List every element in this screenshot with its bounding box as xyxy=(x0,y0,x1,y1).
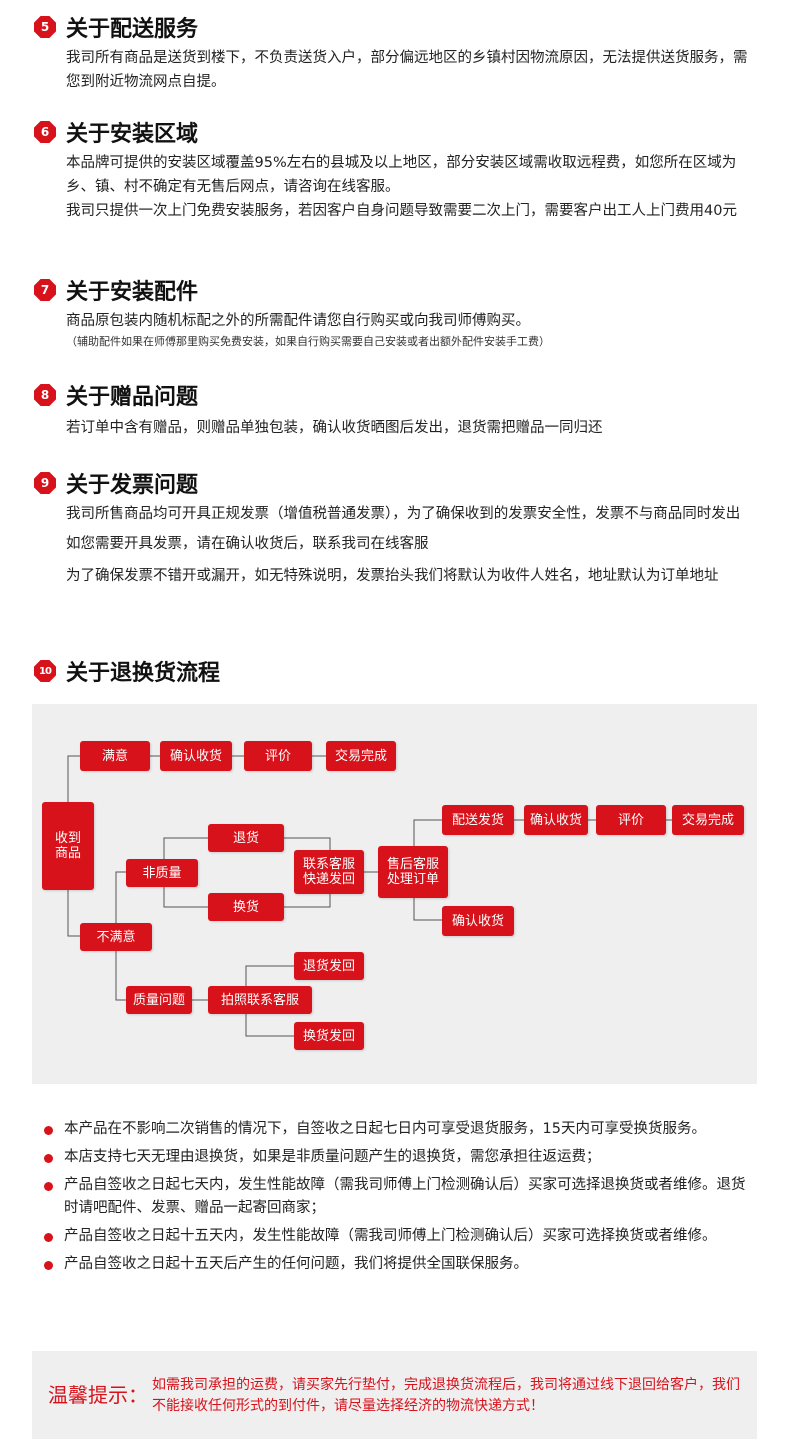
warm-tip-box: 温馨提示： 如需我司承担的运费，请买家先行垫付，完成退换货流程后，我司将通过线下… xyxy=(32,1351,757,1439)
section-paragraph: 商品原包装内随机标配之外的所需配件请您自行购买或向我司师傅购买。 xyxy=(66,313,530,329)
section-return-flow: 10 关于退换货流程 xyxy=(34,656,220,686)
section-number-badge: 5 xyxy=(34,16,56,38)
flow-node-exchange: 换货 xyxy=(208,893,284,921)
section-delivery: 5 关于配送服务 我司所有商品是送货到楼下，不负责送货入户，部分偏远地区的乡镇村… xyxy=(34,12,756,94)
list-item: 产品自签收之日起七天内，发生性能故障（需我司师傅上门检测确认后）买家可选择退换货… xyxy=(44,1174,756,1220)
flow-node-ship: 配送发货 xyxy=(442,805,514,835)
flow-node-receive-goods: 收到 商品 xyxy=(42,802,94,890)
section-number-badge: 8 xyxy=(34,384,56,406)
flow-node-satisfied: 满意 xyxy=(80,741,150,771)
note-text: 本店支持七天无理由退换货，如果是非质量问题产生的退换货，需您承担往返运费； xyxy=(64,1149,601,1165)
flow-node-review: 评价 xyxy=(244,741,312,771)
section-paragraph: 我司只提供一次上门免费安装服务，若因客户自身问题导致需要二次上门，需要客户出工人… xyxy=(66,203,737,219)
section-title: 关于退换货流程 xyxy=(66,661,221,686)
section-invoice: 9 关于发票问题 我司所售商品均可开具正规发票（增值税普通发票），为了确保收到的… xyxy=(34,468,756,588)
flow-node-non-quality: 非质量 xyxy=(126,859,198,887)
flow-node-review: 评价 xyxy=(596,805,666,835)
flow-node-trade-complete: 交易完成 xyxy=(672,805,744,835)
section-title: 关于安装配件 xyxy=(66,280,199,305)
section-number-badge: 7 xyxy=(34,279,56,301)
section-number-badge: 9 xyxy=(34,472,56,494)
bullet-dot-icon xyxy=(44,1261,53,1270)
flow-node-confirm-receipt: 确认收货 xyxy=(442,906,514,936)
note-text: 本产品在不影响二次销售的情况下，自签收之日起七日内可享受退货服务，15天内可享受… xyxy=(64,1121,706,1137)
flow-node-return-ship: 退货发回 xyxy=(294,952,364,980)
policy-notes: 本产品在不影响二次销售的情况下，自签收之日起七日内可享受退货服务，15天内可享受… xyxy=(44,1118,756,1281)
section-number-badge: 6 xyxy=(34,121,56,143)
bullet-dot-icon xyxy=(44,1182,53,1191)
list-item: 产品自签收之日起十五天内，发生性能故障（需我司师傅上门检测确认后）买家可选择换货… xyxy=(44,1225,756,1248)
section-paragraph: 为了确保发票不错开或漏开，如无特殊说明，发票抬头我们将默认为收件人姓名，地址默认… xyxy=(66,568,719,584)
bullet-dot-icon xyxy=(44,1126,53,1135)
section-title: 关于发票问题 xyxy=(66,473,199,498)
list-item: 产品自签收之日起十五天后产生的任何问题，我们将提供全国联保服务。 xyxy=(44,1253,756,1276)
section-gifts: 8 关于赠品问题 若订单中含有赠品，则赠品单独包装，确认收货晒图后发出，退货需把… xyxy=(34,380,756,440)
section-paragraph: 本品牌可提供的安装区域覆盖95%左右的县城及以上地区，部分安装区域需收取远程费，… xyxy=(66,155,737,195)
section-paragraph: 我司所有商品是送货到楼下，不负责送货入户，部分偏远地区的乡镇村因物流原因，无法提… xyxy=(66,50,748,90)
tip-text: 如需我司承担的运费，请买家先行垫付，完成退换货流程后，我司将通过线下退回给客户，… xyxy=(152,1377,740,1414)
section-install-area: 6 关于安装区域 本品牌可提供的安装区域覆盖95%左右的县城及以上地区，部分安装… xyxy=(34,117,756,223)
tip-label: 温馨提示： xyxy=(48,1383,148,1407)
flow-node-quality-issue: 质量问题 xyxy=(126,986,192,1014)
bullet-dot-icon xyxy=(44,1154,53,1163)
flow-node-aftersale-cs: 售后客服 处理订单 xyxy=(378,846,448,898)
section-paragraph: 我司所售商品均可开具正规发票（增值税普通发票），为了确保收到的发票安全性，发票不… xyxy=(66,506,741,522)
flow-node-return: 退货 xyxy=(208,824,284,852)
list-item: 本产品在不影响二次销售的情况下，自签收之日起七日内可享受退货服务，15天内可享受… xyxy=(44,1118,756,1141)
flow-node-photo-contact-cs: 拍照联系客服 xyxy=(208,986,312,1014)
flow-node-confirm-receipt: 确认收货 xyxy=(524,805,588,835)
section-title: 关于赠品问题 xyxy=(66,385,199,410)
section-footnote: （辅助配件如果在师傅那里购买免费安装，如果自行购买需要自己安装或者出额外配件安装… xyxy=(66,335,550,348)
section-paragraph: 如您需要开具发票，请在确认收货后，联系我司在线客服 xyxy=(66,536,429,552)
flow-node-trade-complete: 交易完成 xyxy=(326,741,396,771)
flow-connectors xyxy=(67,755,672,1037)
return-flow-chart: 收到 商品 满意 确认收货 评价 交易完成 不满意 非质量 退货 换货 联系客服… xyxy=(32,704,757,1084)
section-title: 关于配送服务 xyxy=(66,17,199,42)
note-text: 产品自签收之日起十五天内，发生性能故障（需我司师傅上门检测确认后）买家可选择换货… xyxy=(64,1228,717,1244)
bullet-dot-icon xyxy=(44,1233,53,1242)
flow-node-confirm-receipt: 确认收货 xyxy=(160,741,232,771)
section-install-parts: 7 关于安装配件 商品原包装内随机标配之外的所需配件请您自行购买或向我司师傅购买… xyxy=(34,275,756,351)
section-title: 关于安装区域 xyxy=(66,122,199,147)
flow-node-contact-cs: 联系客服 快递发回 xyxy=(294,850,364,894)
flow-node-exchange-ship: 换货发回 xyxy=(294,1022,364,1050)
flow-node-unsatisfied: 不满意 xyxy=(80,923,152,951)
section-paragraph: 若订单中含有赠品，则赠品单独包装，确认收货晒图后发出，退货需把赠品一同归还 xyxy=(66,420,603,436)
note-text: 产品自签收之日起七天内，发生性能故障（需我司师傅上门检测确认后）买家可选择退换货… xyxy=(64,1177,746,1216)
section-number-badge: 10 xyxy=(34,660,56,682)
list-item: 本店支持七天无理由退换货，如果是非质量问题产生的退换货，需您承担往返运费； xyxy=(44,1146,756,1169)
note-text: 产品自签收之日起十五天后产生的任何问题，我们将提供全国联保服务。 xyxy=(64,1256,528,1272)
